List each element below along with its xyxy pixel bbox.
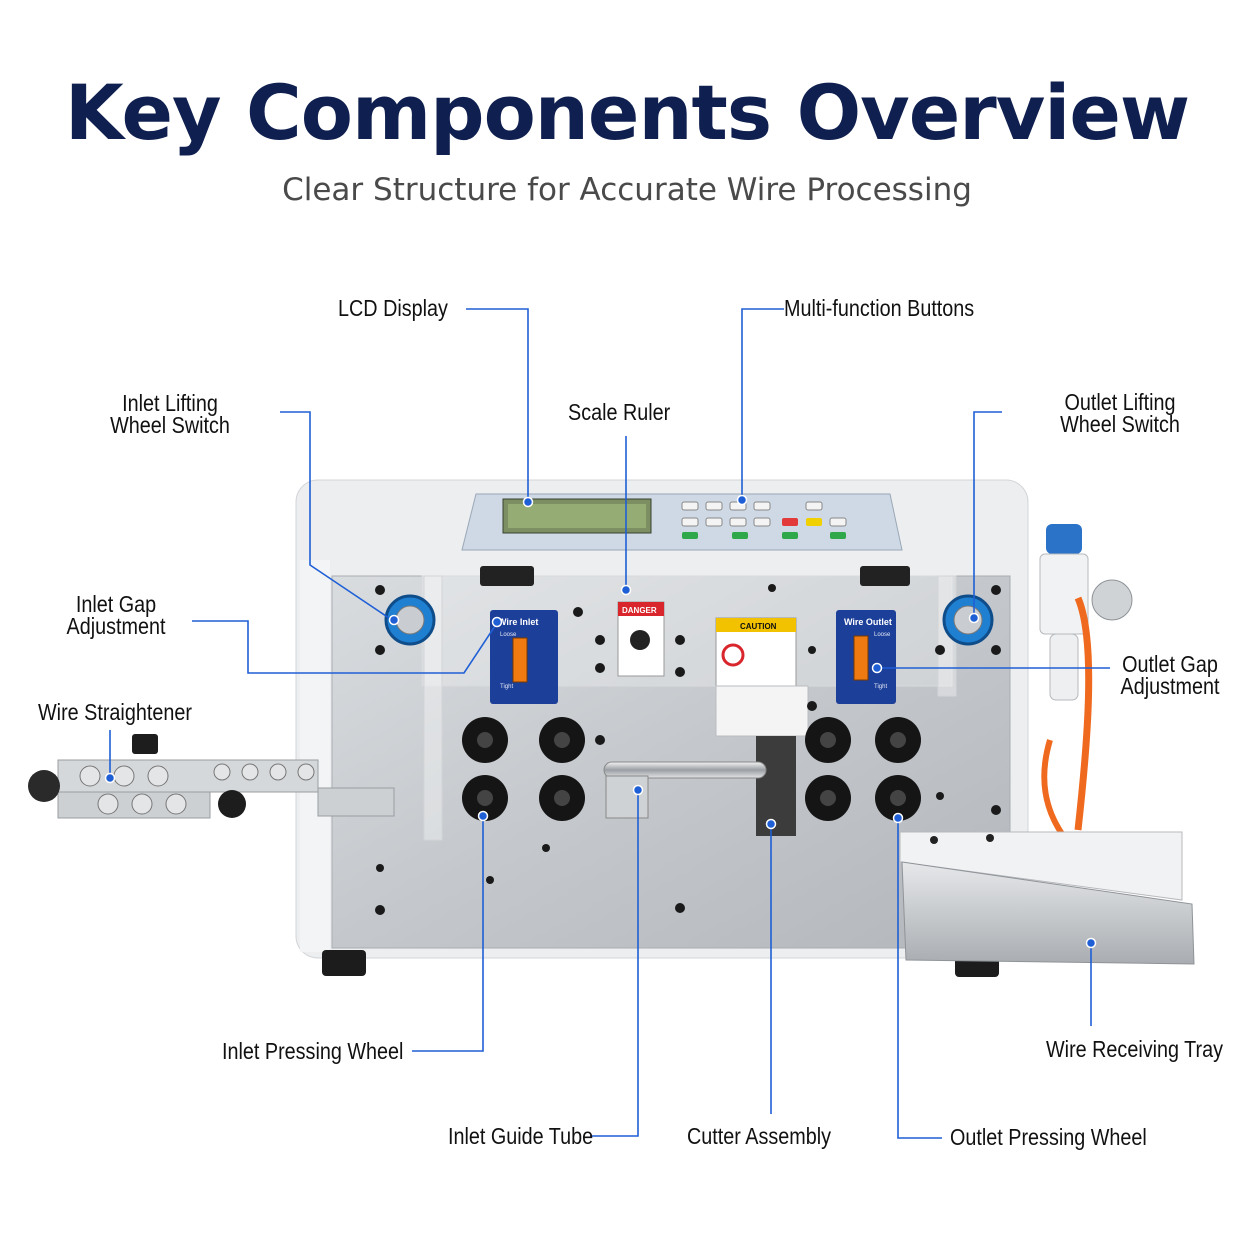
label-line: Adjustment	[1120, 673, 1220, 699]
wire-straightener-unit	[28, 734, 395, 819]
label-cutter-assembly: Cutter Assembly	[687, 1123, 832, 1149]
label-inlet-guide-tube: Inlet Guide Tube	[448, 1123, 594, 1149]
label-line: Wheel Switch	[1060, 411, 1180, 437]
inlet-pressing-wheels	[462, 717, 585, 821]
label-lcd-display: LCD Display	[338, 295, 448, 321]
label-inlet-pressing-wheel: Inlet Pressing Wheel	[222, 1038, 404, 1064]
air-filter-regulator	[1039, 524, 1133, 836]
label-outlet-lifting-wheel-switch: Outlet Lifting Wheel Switch	[1051, 389, 1189, 437]
tight-text: Tight	[874, 684, 887, 690]
callout-dots	[104, 494, 1097, 949]
screw-holes	[375, 584, 1001, 915]
loose-text: Loose	[500, 632, 517, 638]
wire-receiving-tray-shape	[899, 831, 1195, 965]
label-multi-function-buttons: Multi-function Buttons	[784, 295, 975, 321]
outlet-gap-panel: Wire Outlet Loose Tight	[836, 610, 896, 704]
machine-foot	[322, 950, 366, 976]
label-line: Inlet Lifting	[122, 390, 218, 416]
guard-latch	[480, 566, 534, 586]
callout-lines	[109, 308, 1110, 1139]
loose-text: Loose	[874, 632, 891, 638]
outlet-lifting-switch	[942, 594, 994, 646]
label-line: Wheel Switch	[110, 412, 230, 438]
page-subtitle: Clear Structure for Accurate Wire Proces…	[282, 172, 972, 208]
guide-tube	[603, 761, 767, 779]
wire-inlet-text: Wire Inlet	[498, 617, 538, 627]
cutter-block	[715, 685, 809, 737]
keypad-buttons	[681, 501, 847, 539]
label-line: Adjustment	[66, 613, 166, 639]
label-line: Outlet Gap	[1122, 651, 1218, 677]
guard-latch	[860, 566, 910, 586]
label-line: Outlet Lifting	[1064, 389, 1176, 415]
inlet-lifting-switch	[384, 594, 436, 646]
danger-sticker: DANGER	[617, 601, 665, 677]
inlet-gap-panel: Wire Inlet Loose Tight	[490, 610, 558, 704]
label-inlet-gap-adjustment: Inlet Gap Adjustment	[61, 591, 171, 639]
label-wire-receiving-tray: Wire Receiving Tray	[1046, 1036, 1223, 1062]
label-outlet-pressing-wheel: Outlet Pressing Wheel	[950, 1124, 1147, 1150]
caution-sticker: CAUTION	[715, 617, 797, 687]
label-outlet-gap-adjustment: Outlet Gap Adjustment	[1115, 651, 1225, 699]
label-wire-straightener: Wire Straightener	[38, 699, 192, 725]
page-title: Key Components Overview	[64, 68, 1190, 157]
label-inlet-lifting-wheel-switch: Inlet Lifting Wheel Switch	[101, 390, 239, 438]
label-line: Inlet Gap	[75, 591, 157, 617]
tight-text: Tight	[500, 684, 513, 690]
label-scale-ruler: Scale Ruler	[568, 399, 671, 425]
machine-body	[295, 479, 1029, 977]
wire-outlet-text: Wire Outlet	[844, 617, 892, 627]
cutter-blade-housing	[756, 736, 796, 836]
danger-text: DANGER	[622, 606, 657, 615]
caution-text: CAUTION	[740, 622, 777, 631]
outlet-pressing-wheels	[805, 717, 921, 821]
